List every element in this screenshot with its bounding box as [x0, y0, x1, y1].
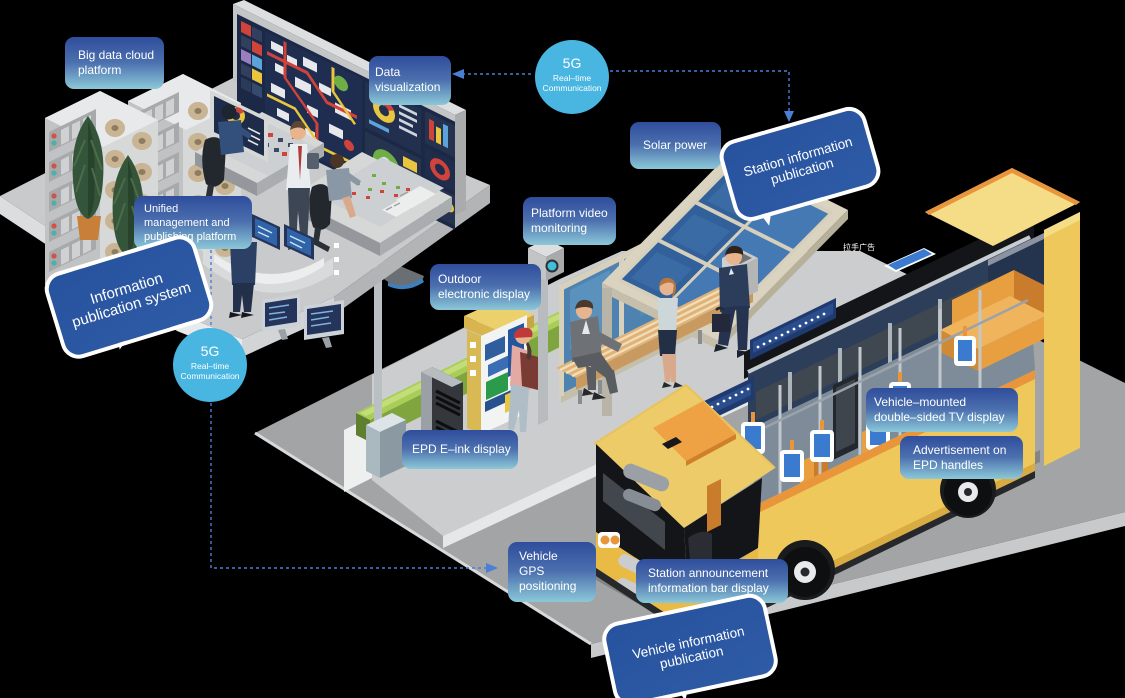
svg-text:拉手广告: 拉手广告: [843, 242, 875, 252]
